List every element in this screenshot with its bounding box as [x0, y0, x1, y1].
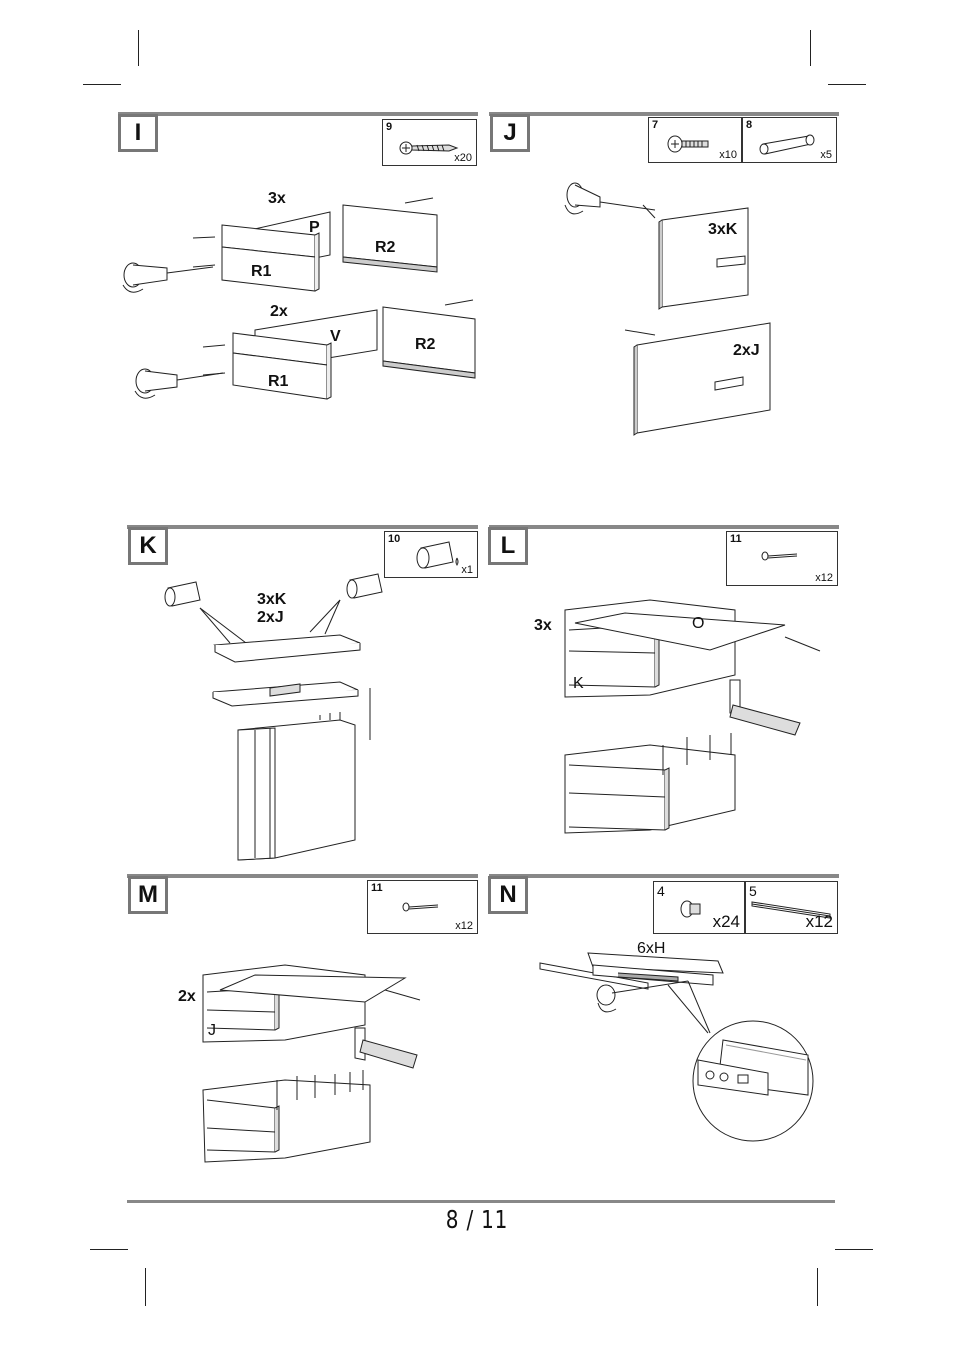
panel-label: R1 [251, 263, 272, 280]
step-label: L [488, 527, 528, 565]
part-box-handle-screw: 7 x10 [648, 117, 742, 163]
step-rule [118, 112, 478, 116]
step-label: J [490, 114, 530, 152]
crop-mark [828, 84, 866, 85]
step-rule [489, 874, 839, 878]
rail-label: 6xH [637, 940, 666, 957]
part-quantity: x5 [820, 149, 832, 161]
panel-label: 3xK [257, 591, 287, 608]
part-box-cam-screw: 4 x24 [653, 881, 745, 934]
nail-icon [402, 902, 439, 912]
crop-mark [810, 30, 811, 66]
panel-label: J [208, 1022, 216, 1039]
part-quantity: x20 [454, 152, 472, 164]
count-label: 3x [268, 190, 286, 207]
panel-label: R2 [375, 239, 396, 256]
step-label: M [128, 876, 168, 914]
drawer-rail-illustration [539, 952, 814, 1142]
part-number: 8 [746, 119, 753, 131]
glue-bottle-icon [416, 541, 459, 569]
cabinet-glue-illustration [164, 573, 383, 861]
panel-label: K [573, 675, 584, 692]
part-quantity: x24 [712, 912, 740, 931]
step-label: N [488, 876, 528, 914]
handle-screw-icon [667, 135, 709, 153]
step-label: K [128, 527, 168, 565]
drawer-base-illustration [202, 964, 421, 1163]
part-box-glue: 10 x1 [384, 531, 478, 578]
step-rule [489, 525, 839, 529]
part-number: 5 [749, 883, 757, 899]
part-number: 9 [386, 121, 393, 133]
part-number: 11 [371, 882, 383, 894]
panel-label: P [309, 219, 320, 236]
panel-label: O [692, 615, 705, 632]
crop-mark [90, 1249, 128, 1250]
part-quantity: x10 [719, 149, 737, 161]
crop-mark [145, 1268, 146, 1306]
count-label: 2x [178, 988, 196, 1005]
crop-mark [817, 1268, 818, 1306]
panel-label: V [330, 328, 341, 345]
drawer-base-illustration [564, 599, 821, 834]
handle-bar-icon [759, 134, 815, 155]
crop-mark [138, 30, 139, 66]
part-box-nail: 11 x12 [726, 531, 838, 586]
page-number: 8 / 11 [445, 1205, 509, 1234]
part-quantity: x12 [455, 920, 473, 932]
nail-icon [761, 551, 798, 561]
panel-label: 3xK [708, 221, 738, 238]
part-number: 4 [657, 883, 665, 899]
part-box-nail: 11 x12 [367, 880, 478, 934]
part-box-screw: 9 x20 [382, 119, 477, 166]
part-box-rail: 5 x12 [745, 881, 838, 934]
step-rule [489, 112, 839, 116]
count-label: 2x [270, 303, 288, 320]
drawer-fronts-illustration [564, 182, 771, 436]
step-rule [127, 525, 478, 529]
panel-label: R1 [268, 373, 289, 390]
step-label: I [118, 114, 158, 152]
part-quantity: x12 [805, 912, 833, 931]
count-label: 3x [534, 617, 552, 634]
crop-mark [83, 84, 121, 85]
part-number: 7 [652, 119, 659, 131]
screw-icon [399, 141, 459, 155]
footer-rule [127, 1200, 835, 1203]
panel-label: 2xJ [257, 609, 284, 626]
step-rule [127, 874, 478, 878]
panel-label: 2xJ [733, 342, 760, 359]
part-box-handle: 8 x5 [742, 117, 837, 163]
cam-screw-icon [680, 900, 701, 918]
panel-label: R2 [415, 336, 436, 353]
crop-mark [835, 1249, 873, 1250]
drawer-rail-icon [751, 901, 831, 919]
drawer-panels-illustration [122, 197, 476, 400]
part-number: 10 [388, 533, 401, 545]
part-number: 11 [730, 533, 742, 545]
part-quantity: x1 [461, 564, 473, 576]
part-quantity: x12 [815, 572, 833, 584]
